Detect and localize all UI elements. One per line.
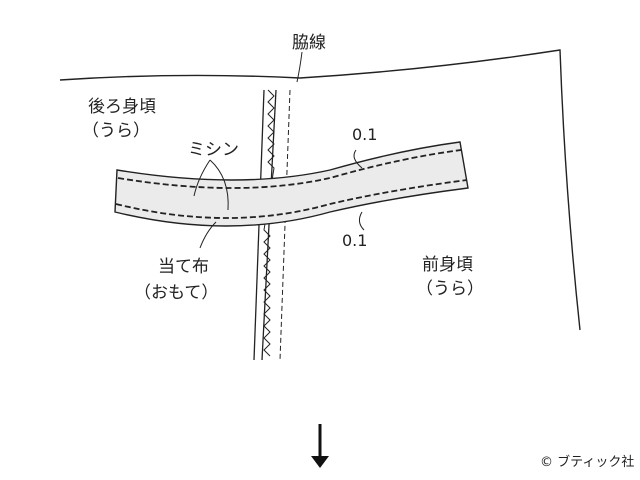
overlock-edge	[263, 89, 275, 357]
leader-side-seam	[296, 51, 303, 83]
seam-stitch-line	[279, 89, 291, 361]
arrow-down-icon	[311, 424, 329, 468]
leader-patch	[199, 221, 217, 249]
fabric-outline	[59, 49, 581, 331]
stitch-top	[117, 149, 462, 189]
credit-text: © ブティック社	[540, 454, 634, 470]
label-front-body: 前身頃	[422, 255, 473, 275]
seam-fold-line	[261, 89, 277, 361]
leader-margin-top	[353, 149, 363, 169]
label-back-body-sub: （うら）	[82, 121, 150, 141]
label-machine: ミシン	[188, 140, 239, 160]
label-front-body-sub: （うら）	[416, 279, 484, 299]
label-side-seam: 脇線	[292, 33, 326, 53]
label-margin-top: 0.1	[352, 125, 377, 144]
label-patch-sub: （おもて）	[134, 283, 218, 303]
label-patch: 当て布	[158, 257, 209, 277]
leader-margin-bottom	[358, 211, 365, 231]
leader-machine-2	[209, 159, 229, 211]
label-back-body: 後ろ身頃	[88, 97, 156, 117]
stitch-bottom	[115, 179, 468, 219]
leader-machine-1	[193, 159, 211, 197]
label-margin-bottom: 0.1	[342, 231, 367, 250]
